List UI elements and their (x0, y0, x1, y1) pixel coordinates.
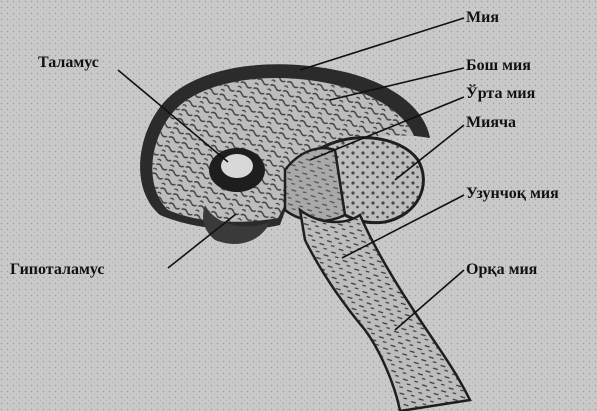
label-orqa-miya: Орқа мия (466, 262, 537, 278)
label-miya: Мия (466, 10, 499, 26)
label-uzunchoq-miya: Узунчоқ мия (466, 186, 559, 202)
label-orta-miya: Ўрта мия (466, 86, 535, 102)
label-gipotalamus: Гипоталамус (10, 262, 104, 278)
thalamus-center (221, 154, 253, 178)
label-miyacha: Мияча (466, 115, 516, 131)
label-bosh-miya: Бош мия (466, 58, 531, 74)
label-talamus: Таламус (38, 55, 99, 71)
